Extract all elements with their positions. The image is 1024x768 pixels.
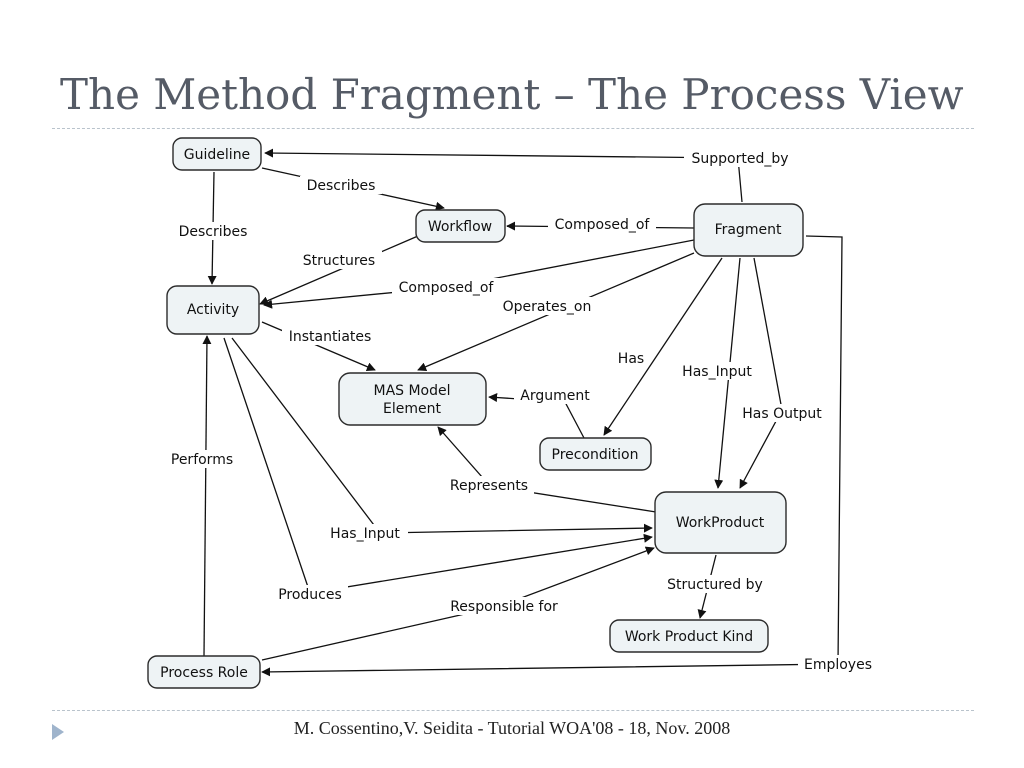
edge-label-instantiates: Instantiates — [282, 327, 378, 345]
svg-text:Work Product Kind: Work Product Kind — [625, 629, 753, 645]
svg-text:Composed_of: Composed_of — [555, 217, 651, 233]
svg-text:WorkProduct: WorkProduct — [676, 515, 765, 531]
edge-label-has-output: Has Output — [736, 404, 828, 422]
edge-label-composed-of-activity: Composed_of — [392, 278, 500, 296]
node-fragment: Fragment — [693, 203, 804, 257]
node-workproduct: WorkProduct — [654, 491, 787, 554]
node-work-product-kind: Work Product Kind — [609, 619, 769, 653]
svg-text:MAS Model: MAS Model — [373, 383, 450, 399]
edge-label-represents: Represents — [444, 476, 534, 494]
svg-text:Represents: Represents — [450, 478, 528, 494]
edge-label-supported-by: Supported_by — [684, 149, 796, 167]
svg-text:Element: Element — [383, 401, 441, 417]
svg-text:Has_Input: Has_Input — [682, 364, 752, 380]
svg-text:Instantiates: Instantiates — [289, 329, 372, 345]
edge-label-operates-on: Operates_on — [496, 297, 598, 315]
edge-label-has: Has — [614, 349, 648, 367]
svg-text:Process Role: Process Role — [160, 665, 248, 681]
title-divider — [52, 128, 974, 129]
svg-text:Has Output: Has Output — [742, 406, 822, 422]
edge-employes — [261, 235, 843, 677]
svg-text:Activity: Activity — [187, 302, 239, 318]
svg-text:Fragment: Fragment — [715, 222, 782, 238]
svg-text:Describes: Describes — [307, 178, 376, 194]
svg-text:Workflow: Workflow — [428, 219, 492, 235]
edge-has-input-activity — [231, 337, 653, 534]
edge-label-structured-by: Structured by — [660, 575, 770, 593]
edge-label-has-input-fragment: Has_Input — [674, 362, 760, 380]
edge-label-employes: Employes — [798, 655, 878, 673]
edge-performs — [202, 335, 212, 657]
node-guideline: Guideline — [172, 137, 262, 171]
node-workflow: Workflow — [415, 209, 506, 243]
svg-text:Guideline: Guideline — [184, 147, 250, 163]
bullet-triangle-icon — [52, 724, 64, 740]
node-process-role: Process Role — [147, 655, 261, 689]
edge-has — [603, 257, 723, 436]
edge-label-argument: Argument — [514, 386, 596, 404]
svg-text:Has_Input: Has_Input — [330, 526, 400, 542]
svg-text:Supported_by: Supported_by — [691, 151, 788, 167]
footer-divider — [52, 710, 974, 711]
edge-label-produces: Produces — [272, 585, 348, 603]
slide-title: The Method Fragment – The Process View — [60, 70, 964, 119]
node-precondition: Precondition — [539, 437, 652, 471]
svg-text:Precondition: Precondition — [552, 447, 639, 463]
edge-label-describes-workflow: Describes — [300, 176, 382, 194]
edge-label-describes-activity: Describes — [172, 222, 254, 240]
edge-label-has-input-activity: Has_Input — [322, 524, 408, 542]
edge-label-performs: Performs — [164, 450, 240, 468]
edge-instantiates — [261, 321, 376, 371]
svg-text:Composed_of: Composed_of — [399, 280, 495, 296]
edge-structures — [259, 235, 419, 305]
edge-label-responsible-for: Responsible for — [442, 597, 566, 615]
edge-label-structures: Structures — [296, 251, 382, 269]
edge-label-composed-of-workflow: Composed_of — [548, 215, 656, 233]
node-mas-model-element: MAS Model Element — [338, 372, 487, 426]
svg-text:Produces: Produces — [278, 587, 342, 603]
svg-text:Describes: Describes — [179, 224, 248, 240]
svg-text:Operates_on: Operates_on — [503, 299, 592, 315]
svg-text:Employes: Employes — [804, 657, 872, 673]
slide-footer: M. Cossentino,V. Seidita - Tutorial WOA'… — [293, 718, 731, 738]
svg-text:Structures: Structures — [303, 253, 375, 269]
svg-text:Argument: Argument — [520, 388, 590, 404]
svg-text:Structured by: Structured by — [667, 577, 763, 593]
node-activity: Activity — [166, 285, 260, 335]
svg-text:Responsible for: Responsible for — [450, 599, 558, 615]
svg-text:Performs: Performs — [171, 452, 233, 468]
svg-text:Has: Has — [618, 351, 644, 367]
